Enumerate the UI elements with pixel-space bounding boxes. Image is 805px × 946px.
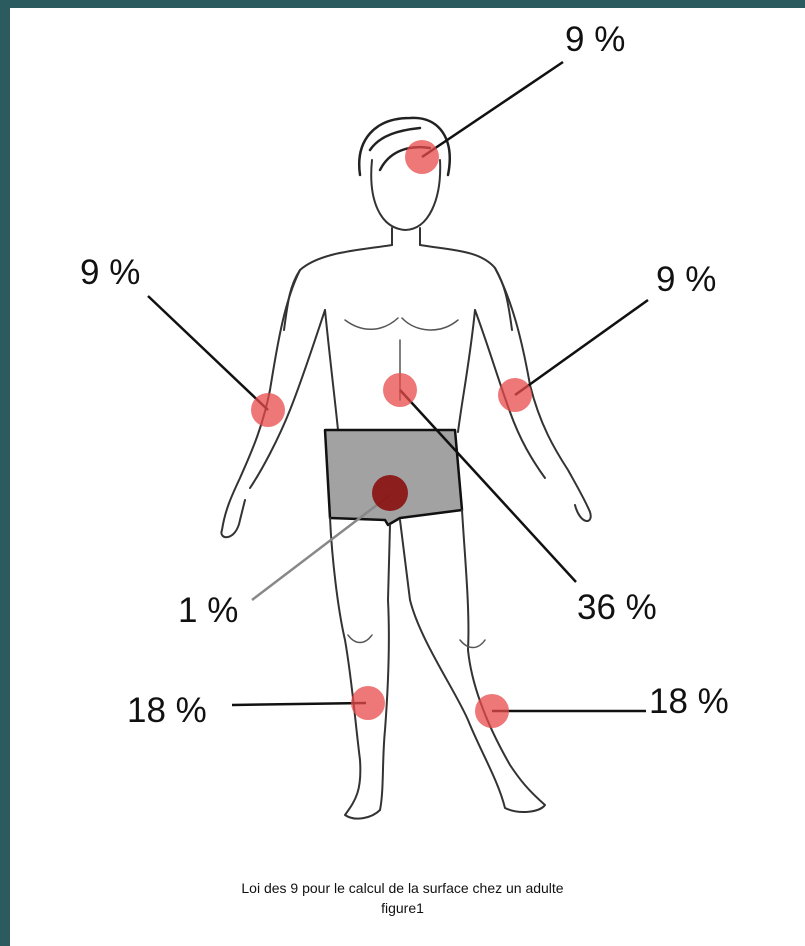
label-right-leg: 18 % (127, 693, 207, 728)
marker-trunk (383, 373, 417, 407)
marker-right-leg (351, 686, 385, 720)
leg-right (330, 518, 390, 819)
caption-line-1: Loi des 9 pour le calcul de la surface c… (0, 878, 805, 898)
leader-genital (252, 495, 390, 600)
label-head: 9 % (565, 22, 625, 57)
label-genital: 1 % (178, 593, 238, 628)
caption-line-2: figure1 (0, 898, 805, 918)
leader-right-leg (232, 703, 366, 705)
marker-head (405, 140, 439, 174)
figure-sketch (221, 118, 590, 819)
arm-left (475, 268, 591, 521)
leg-left (400, 510, 545, 812)
leader-left-arm (515, 300, 648, 395)
label-right-arm: 9 % (80, 255, 140, 290)
marker-left-arm (498, 378, 532, 412)
figure-caption: Loi des 9 pour le calcul de la surface c… (0, 878, 805, 918)
leader-right-arm (148, 296, 268, 410)
label-trunk: 36 % (577, 590, 657, 625)
knees (348, 635, 485, 648)
marker-right-arm (251, 393, 285, 427)
marker-left-leg (475, 694, 509, 728)
leader-head (422, 62, 563, 157)
label-left-arm: 9 % (656, 262, 716, 297)
marker-genital (372, 475, 408, 511)
label-left-leg: 18 % (649, 684, 729, 719)
